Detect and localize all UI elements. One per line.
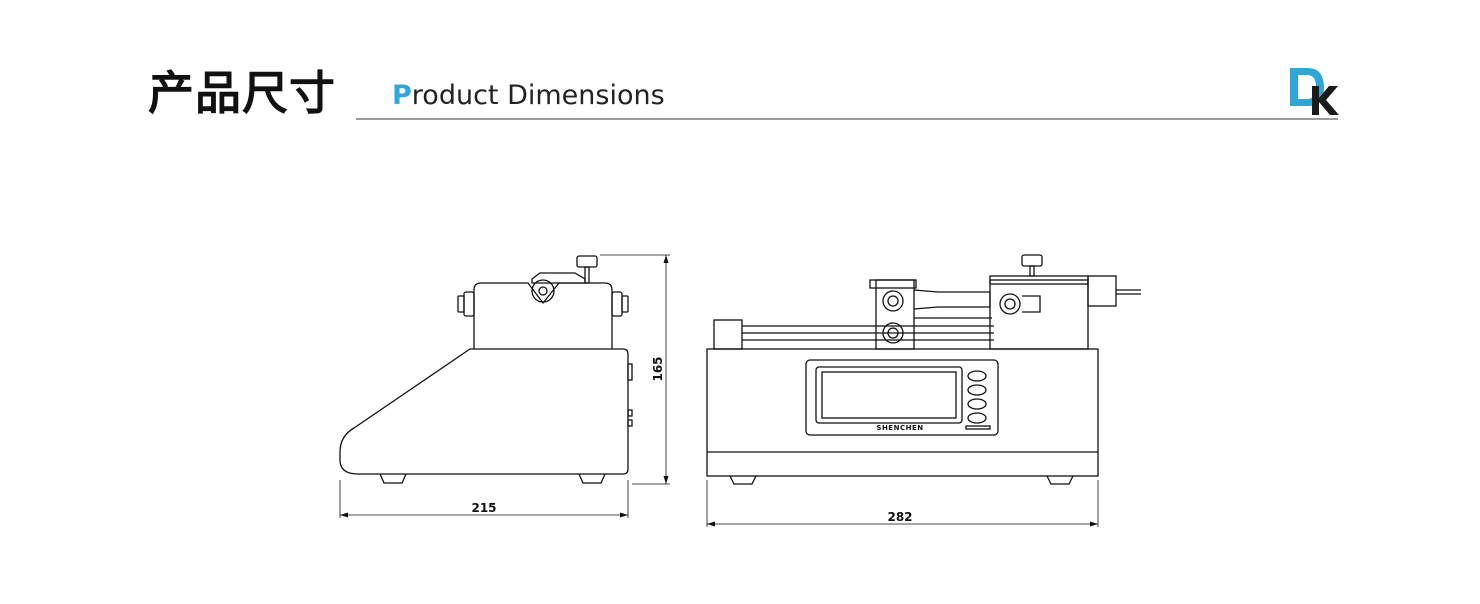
title-accent-letter: P	[392, 80, 412, 111]
front-width-label: 282	[887, 510, 912, 524]
title-rest: roduct Dimensions	[411, 80, 665, 111]
header-divider	[356, 118, 1338, 120]
page-title-chinese: 产品尺寸	[148, 66, 336, 120]
side-view	[339, 254, 670, 518]
front-view	[706, 254, 1141, 527]
side-width-label: 215	[471, 501, 496, 515]
page-title-english: Product Dimensions	[392, 82, 665, 109]
dk-logo-icon	[1290, 68, 1339, 115]
side-height-label: 165	[651, 356, 665, 381]
device-brand-label: SHENCHEN	[876, 424, 923, 432]
